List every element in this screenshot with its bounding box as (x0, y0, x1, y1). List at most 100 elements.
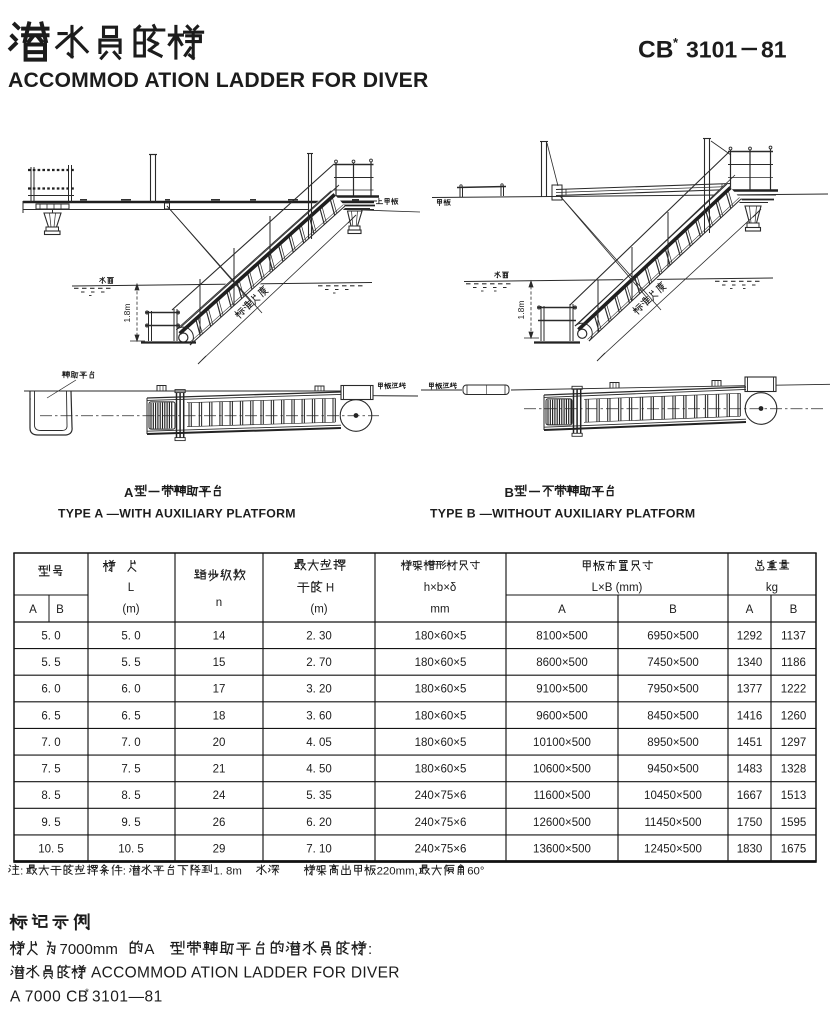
svg-text:B: B (56, 604, 64, 616)
svg-text:60°: 60° (467, 865, 484, 877)
svg-text:7. 10: 7. 10 (306, 843, 332, 855)
svg-text:220mm,: 220mm, (377, 865, 418, 877)
svg-text:A 7000 CB: A 7000 CB (10, 989, 89, 1006)
svg-text:29: 29 (213, 843, 226, 855)
svg-text:8. 5: 8. 5 (41, 790, 60, 802)
svg-text:1292: 1292 (737, 631, 763, 643)
svg-text:TYPE A —WITH AUXILIARY PLATFOR: TYPE A —WITH AUXILIARY PLATFORM (58, 507, 296, 521)
svg-text:h×b×δ: h×b×δ (424, 582, 457, 594)
svg-text:1667: 1667 (737, 790, 763, 802)
svg-text:*: * (673, 35, 679, 50)
svg-text:L: L (128, 582, 135, 594)
svg-text:240×75×6: 240×75×6 (415, 817, 467, 829)
svg-text:20: 20 (213, 737, 226, 749)
svg-text:7450×500: 7450×500 (647, 657, 699, 669)
svg-text:8100×500: 8100×500 (536, 631, 588, 643)
svg-text:7. 5: 7. 5 (41, 764, 60, 776)
svg-text:9450×500: 9450×500 (647, 764, 699, 776)
svg-text:7000mm: 7000mm (60, 941, 118, 958)
svg-text:180×60×5: 180×60×5 (415, 684, 467, 696)
svg-text:6950×500: 6950×500 (647, 631, 699, 643)
svg-text:1328: 1328 (781, 764, 807, 776)
svg-text:9. 5: 9. 5 (41, 817, 60, 829)
svg-text:B: B (505, 485, 514, 500)
svg-text:1.8m: 1.8m (516, 301, 526, 320)
svg-text:21: 21 (213, 764, 226, 776)
svg-text:(m): (m) (122, 604, 139, 616)
svg-text:A: A (124, 485, 134, 500)
svg-text:9100×500: 9100×500 (536, 684, 588, 696)
svg-text:7950×500: 7950×500 (647, 684, 699, 696)
svg-text:6. 5: 6. 5 (121, 710, 140, 722)
svg-text:5. 0: 5. 0 (121, 631, 140, 643)
svg-text:2. 30: 2. 30 (306, 631, 332, 643)
svg-text:1595: 1595 (781, 817, 807, 829)
svg-text::: : (20, 865, 23, 877)
svg-text:mm: mm (430, 604, 449, 616)
svg-text:8450×500: 8450×500 (647, 710, 699, 722)
svg-text:4. 50: 4. 50 (306, 764, 332, 776)
svg-text:ACCOMMOD ATION LADDER FOR DIVE: ACCOMMOD ATION LADDER FOR DIVER (91, 965, 400, 982)
svg-text:CB: CB (638, 37, 673, 64)
svg-text:24: 24 (213, 790, 226, 802)
svg-text:5. 5: 5. 5 (41, 657, 60, 669)
svg-text:11600×500: 11600×500 (533, 790, 590, 802)
svg-text:5. 0: 5. 0 (41, 631, 60, 643)
svg-text:A: A (746, 604, 754, 616)
svg-text:10. 5: 10. 5 (118, 843, 144, 855)
svg-text:240×75×6: 240×75×6 (415, 790, 467, 802)
svg-text:7. 0: 7. 0 (41, 737, 60, 749)
svg-text:180×60×5: 180×60×5 (415, 631, 467, 643)
svg-text:3101: 3101 (686, 37, 737, 63)
svg-text:1340: 1340 (737, 657, 763, 669)
svg-text:1297: 1297 (781, 737, 807, 749)
svg-text:180×60×5: 180×60×5 (415, 764, 467, 776)
svg-text:ACCOMMOD ATION LADDER FOR DIVE: ACCOMMOD ATION LADDER FOR DIVER (8, 69, 429, 92)
svg-text:10600×500: 10600×500 (533, 764, 591, 776)
svg-text:TYPE B —WITHOUT AUXILIARY PLAT: TYPE B —WITHOUT AUXILIARY PLATFORM (430, 507, 695, 521)
svg-text:240×75×6: 240×75×6 (415, 843, 467, 855)
svg-text:A: A (29, 604, 37, 616)
svg-text:18: 18 (213, 710, 226, 722)
svg-text:2. 70: 2. 70 (306, 657, 332, 669)
svg-text:12600×500: 12600×500 (533, 817, 591, 829)
svg-text:5. 5: 5. 5 (121, 657, 140, 669)
svg-text:3101—81: 3101—81 (92, 989, 163, 1006)
svg-text:26: 26 (213, 817, 226, 829)
svg-text:10. 5: 10. 5 (38, 843, 64, 855)
svg-text:L×B (mm): L×B (mm) (592, 582, 643, 594)
svg-text:H: H (326, 583, 334, 595)
svg-text:8950×500: 8950×500 (647, 737, 699, 749)
svg-text:5. 35: 5. 35 (306, 790, 332, 802)
svg-text:8. 5: 8. 5 (121, 790, 140, 802)
svg-text::: : (123, 865, 126, 877)
svg-text:(m): (m) (310, 604, 327, 616)
svg-text:1186: 1186 (781, 657, 806, 669)
svg-text:1830: 1830 (737, 843, 763, 855)
svg-text:10100×500: 10100×500 (533, 737, 591, 749)
svg-text:13600×500: 13600×500 (533, 843, 591, 855)
svg-text:180×60×5: 180×60×5 (415, 737, 467, 749)
svg-text:180×60×5: 180×60×5 (415, 657, 467, 669)
svg-text:9600×500: 9600×500 (536, 710, 588, 722)
svg-text:14: 14 (213, 631, 226, 643)
svg-text:B: B (669, 604, 677, 616)
svg-text:1137: 1137 (781, 631, 806, 643)
svg-text:6. 5: 6. 5 (41, 710, 60, 722)
svg-text:7. 0: 7. 0 (121, 737, 140, 749)
svg-text:1675: 1675 (781, 843, 807, 855)
svg-text:1416: 1416 (737, 710, 763, 722)
svg-text:7. 5: 7. 5 (121, 764, 140, 776)
svg-text:1451: 1451 (737, 737, 763, 749)
svg-text:1260: 1260 (781, 710, 807, 722)
svg-text:10450×500: 10450×500 (644, 790, 702, 802)
svg-text:11450×500: 11450×500 (644, 817, 701, 829)
svg-text:15: 15 (213, 657, 226, 669)
svg-text:3. 60: 3. 60 (306, 710, 332, 722)
svg-text:A: A (144, 941, 154, 958)
svg-text:17: 17 (213, 684, 226, 696)
svg-text:6. 0: 6. 0 (41, 684, 60, 696)
svg-text:1483: 1483 (737, 764, 763, 776)
svg-text:*: * (85, 988, 89, 999)
svg-text:81: 81 (761, 37, 787, 63)
